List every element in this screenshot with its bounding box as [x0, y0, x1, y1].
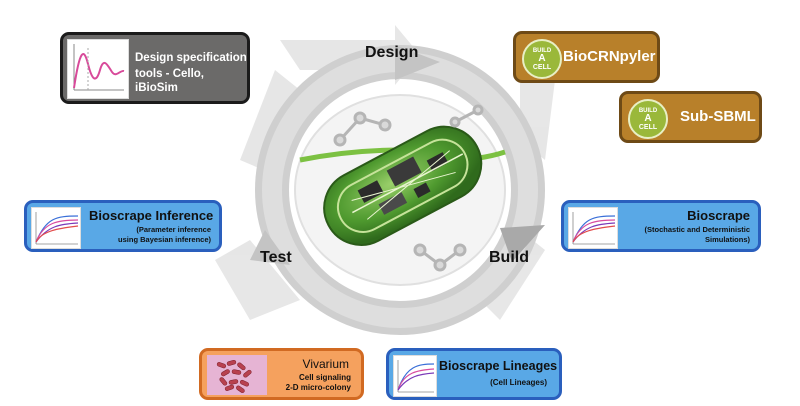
bioscrape-inference-title: Bioscrape Inference: [89, 208, 214, 223]
vivarium-title: Vivarium: [302, 357, 349, 371]
oscillation-plot-icon: [73, 44, 125, 91]
build-a-cell-logo-icon: BUILD A CELL: [628, 99, 668, 139]
design-spec-line2: tools - Cello, iBioSim: [135, 68, 204, 94]
subsbml-title: Sub-SBML: [680, 108, 756, 125]
trajectory-plot-icon: [572, 212, 616, 245]
bioscrape-inference-sub1: (Parameter inference: [136, 225, 211, 234]
cycle-label-test: Test: [260, 249, 292, 266]
bioscrape-inference-sub2: using Bayesian inference): [118, 235, 211, 244]
trajectory-plot-icon: [35, 212, 79, 245]
subsbml-box: BUILD A CELL Sub-SBML: [619, 91, 762, 143]
design-arrowhead: [395, 45, 440, 80]
inference-plot-thumbnail: [31, 207, 81, 249]
bioscrape-inference-box: Bioscrape Inference (Parameter inference…: [24, 200, 222, 252]
test-arrowhead: [250, 230, 290, 265]
build-arrowhead: [500, 225, 545, 262]
biocrnpyler-title: BioCRNpyler: [563, 48, 656, 65]
cell-illustration: [323, 125, 483, 246]
vivarium-sub1: Cell signaling: [298, 373, 351, 382]
bioscrape-plot-thumbnail: [568, 207, 618, 249]
bioscrape-lineages-title: Bioscrape Lineages: [439, 359, 558, 373]
bioscrape-sub2: Simulations): [704, 235, 750, 244]
micro-colony-icon: [216, 359, 252, 393]
biocrnpyler-box: BUILD A CELL BioCRNpyler: [513, 31, 660, 83]
cycle-label-build: Build: [489, 249, 529, 266]
bioscrape-title: Bioscrape: [687, 208, 750, 223]
design-spec-line1: Design specification: [135, 52, 247, 64]
design-spec-plot-thumbnail: [67, 39, 129, 99]
cycle-label-design: Design: [365, 44, 419, 61]
design-spec-box: Design specification tools - Cello, iBio…: [60, 32, 250, 104]
bioscrape-box: Bioscrape (Stochastic and Deterministic …: [561, 200, 761, 252]
vivarium-box: Vivarium Cell signaling 2-D micro-colony: [199, 348, 364, 400]
bioscrape-lineages-sub1: (Cell Lineages): [490, 378, 547, 387]
lineages-plot-thumbnail: [393, 355, 437, 397]
bioscrape-sub1: (Stochastic and Deterministic: [644, 225, 750, 234]
vivarium-colony-thumbnail: [207, 355, 267, 395]
build-a-cell-logo-icon: BUILD A CELL: [522, 39, 562, 79]
lineage-plot-icon: [397, 360, 435, 393]
bioscrape-lineages-box: Bioscrape Lineages (Cell Lineages): [386, 348, 562, 400]
vivarium-sub2: 2-D micro-colony: [285, 383, 351, 392]
